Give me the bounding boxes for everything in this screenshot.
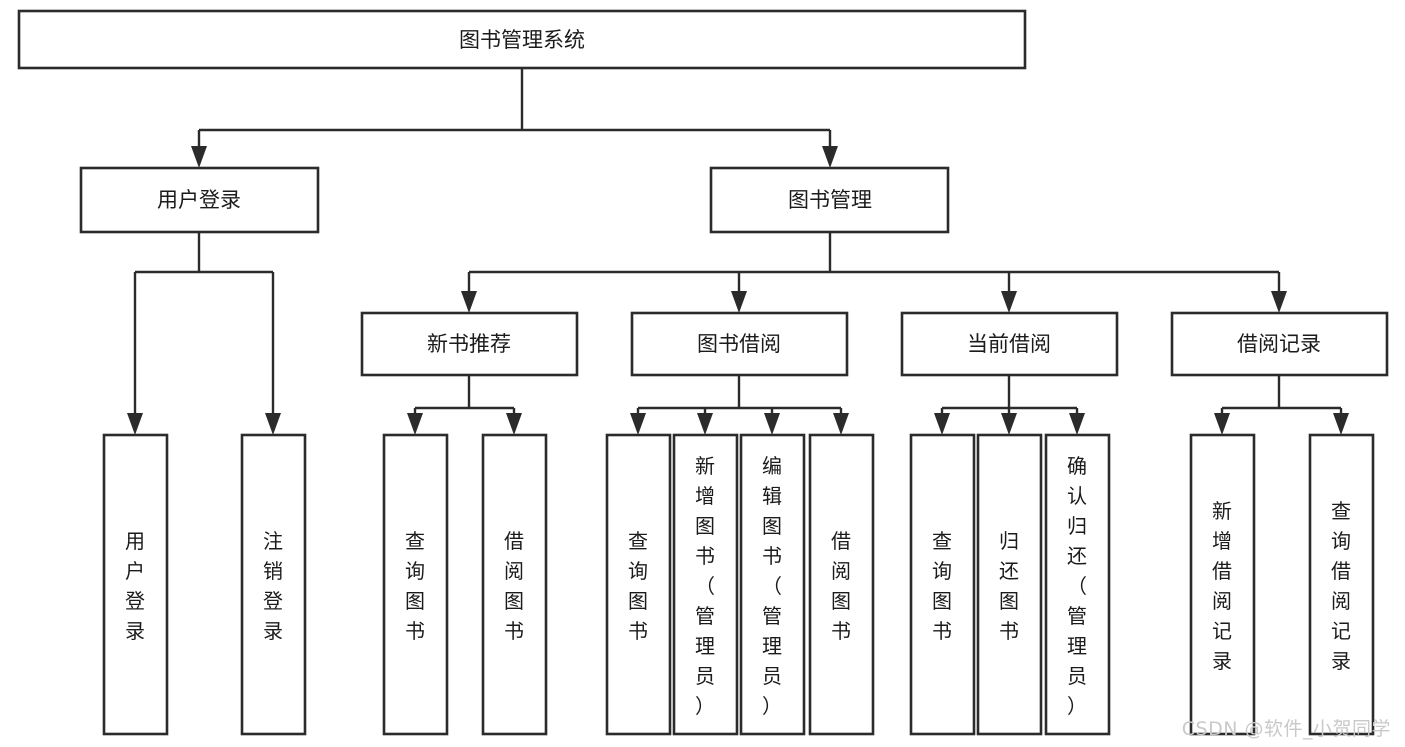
leaf-borrow-book-2-box[interactable]: [808, 433, 875, 736]
node-user-login-label: 用户登录: [157, 188, 241, 212]
arrow-to-new-book-recommend: [461, 291, 477, 313]
connector-user-login-bus: [133, 232, 275, 417]
arrow-to-leaf-borrow-book-1: [506, 413, 522, 435]
leaf-borrow-book-2[interactable]: 借阅图书: [808, 433, 875, 736]
leaf-borrow-book-1-box[interactable]: [481, 433, 548, 736]
node-root[interactable]: 图书管理系统: [17, 9, 1027, 70]
leaf-user-logout-box[interactable]: [240, 433, 307, 736]
leaf-add-record[interactable]: 新增借阅记录: [1189, 433, 1256, 736]
leaf-edit-book[interactable]: 编辑图书（管理员）: [739, 433, 806, 736]
leaf-confirm-return-box[interactable]: [1044, 433, 1111, 736]
node-new-book-recommend-box[interactable]: [360, 311, 579, 377]
leaf-query-record-box[interactable]: [1308, 433, 1375, 736]
arrow-to-leaf-query-record: [1333, 413, 1349, 435]
leaf-return-book-label: 归还图书: [999, 529, 1019, 643]
node-borrow-record-label: 借阅记录: [1237, 332, 1321, 356]
leaf-confirm-return-label: 确认归还（管理员）: [1067, 454, 1087, 718]
csdn-watermark: CSDN @软件_小贺同学: [1181, 718, 1391, 740]
connector-new-book-recommend-bus: [413, 375, 516, 417]
node-new-book-recommend[interactable]: 新书推荐: [360, 311, 579, 377]
leaf-borrow-book-1[interactable]: 借阅图书: [481, 433, 548, 736]
leaf-user-login-box[interactable]: [102, 433, 169, 736]
arrow-to-leaf-query-book-2: [630, 413, 646, 435]
leaf-edit-book-box[interactable]: [739, 433, 806, 736]
leaf-query-book-2-label: 查询图书: [628, 529, 648, 643]
arrow-to-book-borrow: [731, 291, 747, 313]
leaf-add-book-label: 新增图书（管理员）: [695, 454, 715, 718]
leaf-add-book-box[interactable]: [672, 433, 739, 736]
arrow-to-leaf-confirm-return: [1069, 413, 1085, 435]
arrow-to-leaf-add-book: [697, 413, 713, 435]
node-book-management[interactable]: 图书管理: [709, 166, 950, 234]
leaf-borrow-book-1-label: 借阅图书: [504, 529, 524, 643]
leaf-query-book-1-label: 查询图书: [405, 529, 425, 643]
arrow-to-leaf-return-book: [1001, 413, 1017, 435]
leaf-query-book-2[interactable]: 查询图书: [605, 433, 672, 736]
arrow-to-leaf-add-record: [1214, 413, 1230, 435]
leaf-user-login-label: 用户登录: [125, 529, 145, 643]
leaf-add-book[interactable]: 新增图书（管理员）: [672, 433, 739, 736]
connector-book-management-bus: [467, 232, 1281, 295]
arrow-to-leaf-query-book-1: [407, 413, 423, 435]
node-book-borrow[interactable]: 图书借阅: [630, 311, 849, 377]
leaf-return-book[interactable]: 归还图书: [976, 433, 1043, 736]
connectors-layer: [127, 68, 1349, 435]
node-borrow-record[interactable]: 借阅记录: [1170, 311, 1389, 377]
node-book-borrow-box[interactable]: [630, 311, 849, 377]
arrow-to-leaf-query-book-3: [934, 413, 950, 435]
arrow-to-leaf-user-logout: [265, 413, 281, 435]
leaf-user-logout-label: 注销登录: [263, 529, 283, 643]
arrow-to-leaf-edit-book: [764, 413, 780, 435]
node-book-management-box[interactable]: [709, 166, 950, 234]
leaf-query-record[interactable]: 查询借阅记录: [1308, 433, 1375, 736]
connector-book-borrow-bus: [636, 375, 843, 417]
arrow-to-book-management: [822, 146, 838, 168]
leaf-user-logout[interactable]: 注销登录: [240, 433, 307, 736]
arrow-to-leaf-borrow-book-2: [833, 413, 849, 435]
leaf-user-login[interactable]: 用户登录: [102, 433, 169, 736]
arrow-to-current-borrow: [1001, 291, 1017, 313]
node-current-borrow[interactable]: 当前借阅: [900, 311, 1119, 377]
leaf-query-book-2-box[interactable]: [605, 433, 672, 736]
leaf-query-book-3-label: 查询图书: [932, 529, 952, 643]
node-current-borrow-box[interactable]: [900, 311, 1119, 377]
node-root-label: 图书管理系统: [459, 28, 585, 52]
leaf-add-record-label: 新增借阅记录: [1212, 499, 1232, 673]
node-root-box[interactable]: [17, 9, 1027, 70]
leaf-query-book-3[interactable]: 查询图书: [909, 433, 976, 736]
leaf-edit-book-label: 编辑图书（管理员）: [762, 454, 782, 718]
leaf-add-record-box[interactable]: [1189, 433, 1256, 736]
node-book-borrow-label: 图书借阅: [697, 332, 781, 356]
leaf-query-book-1[interactable]: 查询图书: [382, 433, 449, 736]
node-user-login[interactable]: 用户登录: [79, 166, 320, 234]
leaf-query-record-label: 查询借阅记录: [1331, 499, 1351, 673]
connector-current-borrow-bus: [940, 375, 1079, 417]
connector-borrow-record-bus: [1220, 375, 1343, 417]
leaf-query-book-1-box[interactable]: [382, 433, 449, 736]
node-book-management-label: 图书管理: [788, 188, 872, 212]
arrow-to-user-login: [191, 146, 207, 168]
connector-root-bus: [197, 68, 832, 150]
arrow-to-borrow-record: [1271, 291, 1287, 313]
leaf-return-book-box[interactable]: [976, 433, 1043, 736]
leaf-borrow-book-2-label: 借阅图书: [831, 529, 851, 643]
node-user-login-box[interactable]: [79, 166, 320, 234]
node-current-borrow-label: 当前借阅: [967, 332, 1051, 356]
node-borrow-record-box[interactable]: [1170, 311, 1389, 377]
leaf-confirm-return[interactable]: 确认归还（管理员）: [1044, 433, 1111, 736]
arrow-to-leaf-user-login: [127, 413, 143, 435]
node-new-book-recommend-label: 新书推荐: [427, 332, 511, 356]
leaf-query-book-3-box[interactable]: [909, 433, 976, 736]
